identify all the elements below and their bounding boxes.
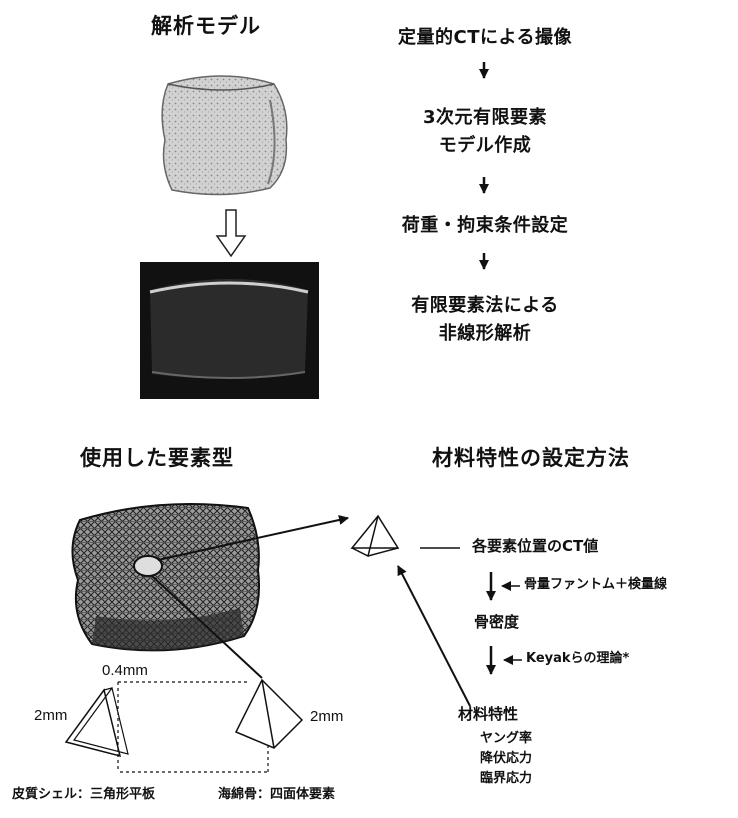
- hollow-down-arrow: [215, 209, 247, 258]
- element-type-title: 使用した要素型: [80, 446, 234, 470]
- model-title: 解析モデル: [151, 14, 261, 38]
- flow-step-nonlinear-analysis: 有限要素法による 非線形解析: [411, 295, 559, 344]
- prop-critical-stress: 臨界応力: [480, 771, 533, 786]
- bone-density-label: 骨密度: [474, 613, 520, 631]
- phantom-note: 骨量ファントム＋検量線: [524, 577, 668, 592]
- dim-left: 2mm: [34, 707, 68, 724]
- tetrahedron-icon: [350, 514, 400, 558]
- prop-youngs-modulus: ヤング率: [480, 731, 533, 746]
- dim-right: 2mm: [310, 708, 344, 725]
- ct-value-label: 各要素位置のCT値: [472, 537, 599, 555]
- dim-thickness: 0.4mm: [102, 662, 148, 679]
- vertebra-model-image: [161, 75, 288, 196]
- caption-cancellous-bone: 海綿骨：四面体要素: [218, 787, 336, 802]
- mesh-to-element-line: [151, 575, 263, 679]
- meshed-vertebra-image: [71, 503, 261, 652]
- mesh-to-tetra-arrow: [157, 515, 349, 561]
- caption-cortical-shell: 皮質シェル：三角形平板: [12, 787, 156, 802]
- flow-step-ct-imaging: 定量的CTによる撮像: [398, 27, 572, 48]
- feedback-arrow: [397, 565, 471, 707]
- material-method-title: 材料特性の設定方法: [432, 446, 630, 470]
- flow-step-load-constraints: 荷重・拘束条件設定: [401, 215, 569, 236]
- prop-yield-stress: 降伏応力: [480, 751, 533, 766]
- analysis-result-image: [140, 262, 319, 399]
- flow-step-3d-fem-model: 3次元有限要素 モデル作成: [422, 107, 548, 156]
- element-shape-diagram: [64, 678, 304, 773]
- material-props-label: 材料特性: [458, 705, 519, 723]
- keyak-theory-note: Keyakらの理論*: [526, 651, 630, 666]
